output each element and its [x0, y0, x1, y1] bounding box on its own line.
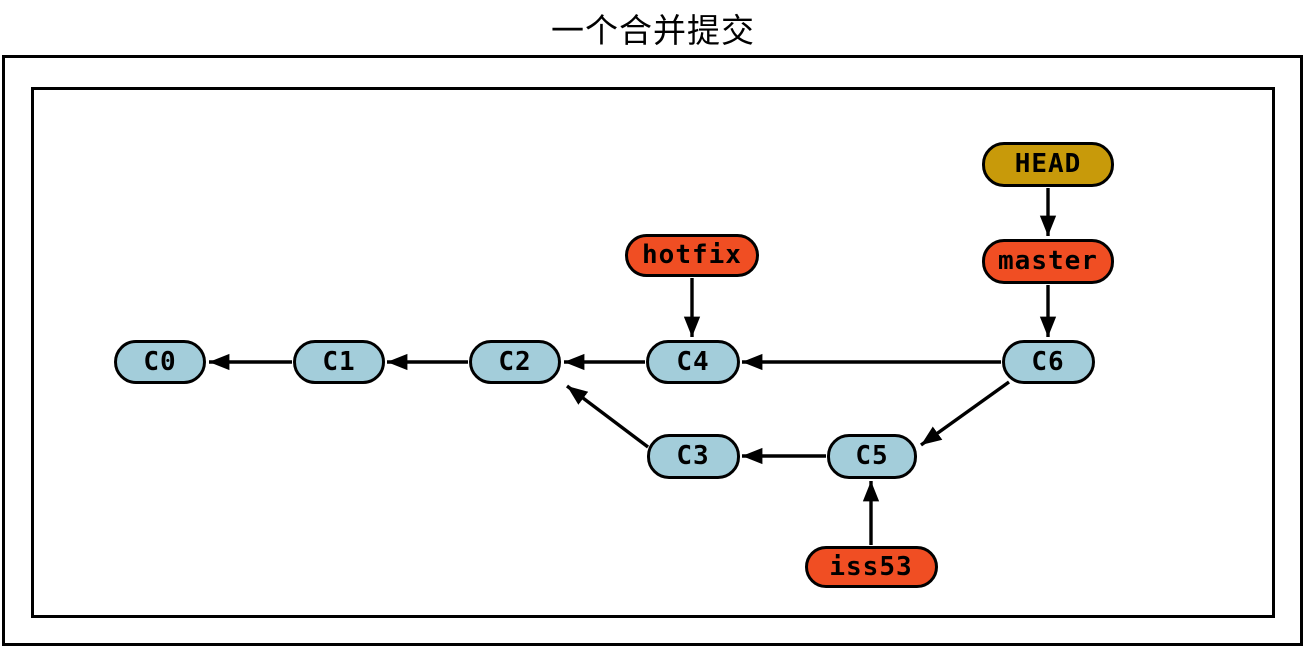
- diagram-title: 一个合并提交: [551, 11, 755, 50]
- branch-node-master: master: [982, 238, 1114, 284]
- inner-frame: [31, 87, 1275, 618]
- commit-node-c2: C2: [469, 340, 561, 384]
- head-node-head: HEAD: [982, 141, 1114, 187]
- commit-node-c3: C3: [646, 433, 740, 479]
- commit-node-c5: C5: [827, 433, 917, 479]
- commit-node-c6: C6: [1001, 340, 1095, 384]
- edge-c3-to-c2: [565, 384, 650, 449]
- branch-node-iss53: iss53: [804, 546, 938, 588]
- commit-node-c4: C4: [646, 340, 740, 384]
- commit-node-c0: C0: [114, 340, 206, 384]
- branch-node-hotfix: hotfix: [625, 233, 759, 277]
- outer-frame: [2, 55, 1303, 646]
- edge-c6-to-c5: [920, 380, 1010, 447]
- commit-node-c1: C1: [293, 340, 385, 384]
